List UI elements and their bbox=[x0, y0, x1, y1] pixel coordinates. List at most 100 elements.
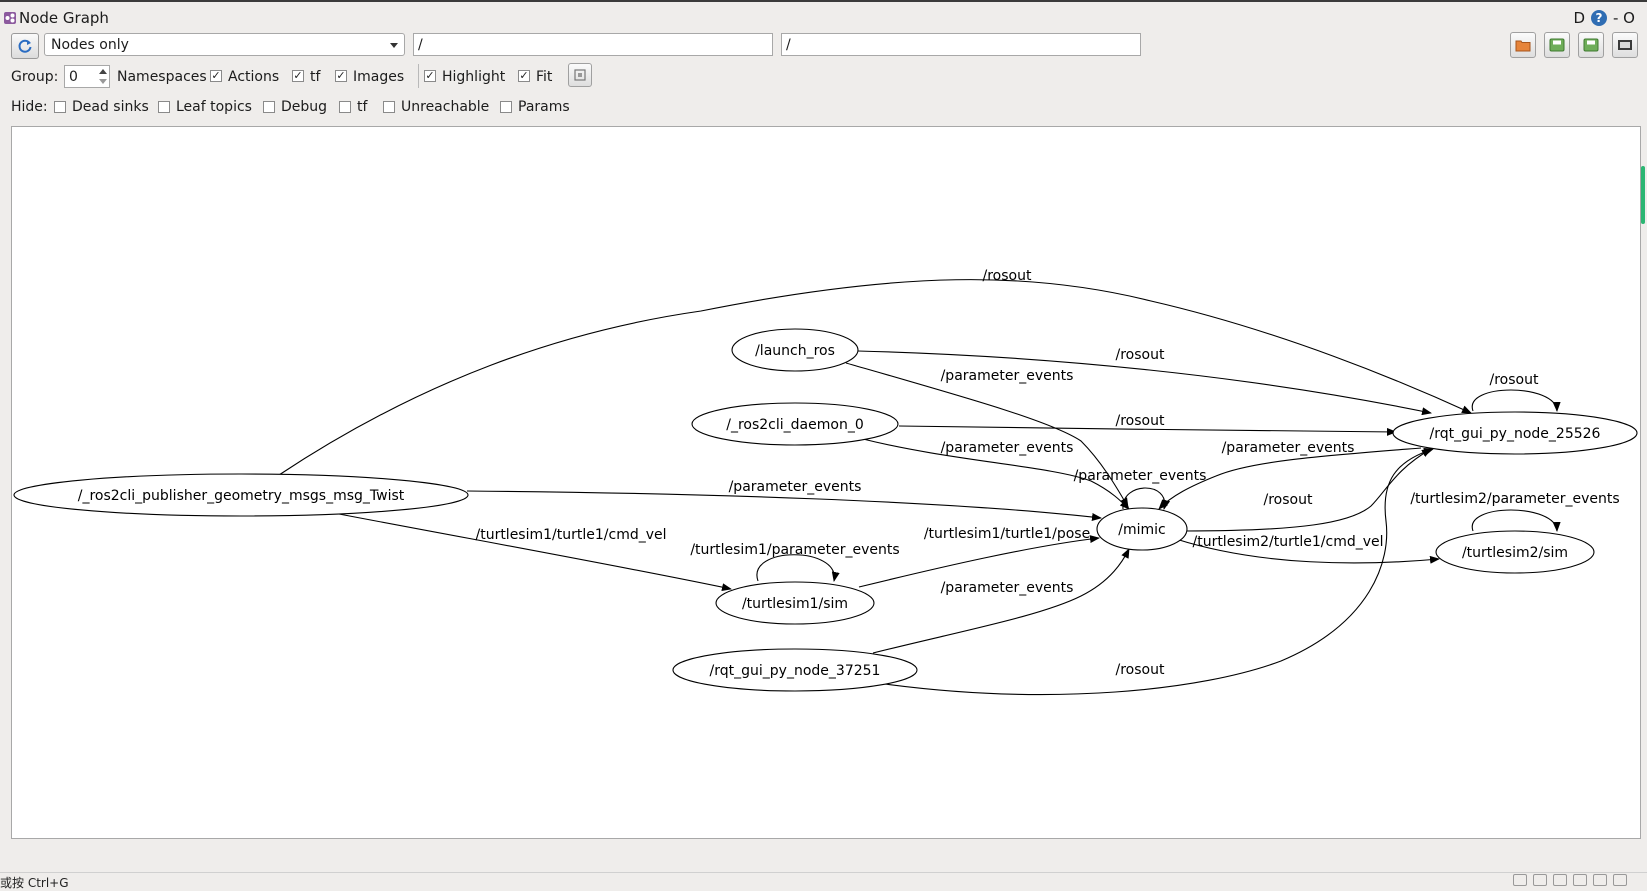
spin-down-icon[interactable] bbox=[99, 79, 107, 84]
actions-label: Actions bbox=[228, 69, 280, 85]
tray-icon[interactable] bbox=[1593, 874, 1607, 886]
dock-label-button[interactable]: D bbox=[1573, 9, 1585, 27]
node-mimic[interactable] bbox=[1096, 507, 1188, 551]
refresh-icon bbox=[18, 39, 32, 53]
edge-launch-parameter-events[interactable] bbox=[845, 362, 1129, 508]
node-label: /_ros2cli_publisher_geometry_msgs_msg_Tw… bbox=[78, 488, 405, 504]
unreachable-checkbox[interactable] bbox=[383, 101, 395, 113]
edge-mimic-parameter-events-self[interactable] bbox=[1122, 487, 1171, 510]
view-mode-select[interactable]: Nodes only bbox=[44, 33, 405, 56]
tray-icon[interactable] bbox=[1533, 874, 1547, 886]
node-label: /turtlesim1/sim bbox=[742, 596, 848, 612]
edge-label: /turtlesim2/parameter_events bbox=[1410, 491, 1619, 507]
images-checkbox[interactable]: ✓ bbox=[335, 69, 347, 82]
scroll-indicator[interactable] bbox=[1641, 166, 1645, 224]
node-label: /rqt_gui_py_node_25526 bbox=[1430, 426, 1601, 442]
params-checkbox[interactable] bbox=[500, 101, 512, 113]
save-dot-button[interactable] bbox=[1544, 32, 1570, 58]
edge-rosout-top[interactable] bbox=[278, 279, 1472, 476]
node-turtlesim1-sim[interactable] bbox=[715, 581, 875, 625]
topic-filter-input[interactable]: / bbox=[781, 33, 1141, 56]
edge-label: /parameter_events bbox=[1074, 468, 1207, 484]
debug-checkbox[interactable] bbox=[263, 101, 275, 113]
dead-sinks-checkbox[interactable] bbox=[54, 101, 66, 113]
leaf-topics-checkbox[interactable] bbox=[158, 101, 170, 113]
save-image-icon bbox=[1618, 40, 1632, 50]
highlight-checkbox[interactable]: ✓ bbox=[424, 69, 436, 82]
edge-turtlesim2-cmd-vel[interactable] bbox=[1175, 538, 1440, 564]
status-bar: 或按 Ctrl+G bbox=[0, 872, 1647, 890]
hide-tf-label: tf bbox=[357, 99, 368, 115]
unreachable-label: Unreachable bbox=[401, 99, 490, 115]
group-spinbox[interactable]: 0 bbox=[64, 65, 110, 88]
load-dot-button[interactable] bbox=[1510, 32, 1536, 58]
group-label: Group: bbox=[11, 69, 59, 85]
chevron-down-icon bbox=[390, 43, 398, 48]
edge-turtlesim2-parameter-events-self[interactable] bbox=[1471, 509, 1561, 532]
fit-label: Fit bbox=[536, 69, 553, 85]
edge-label: /rosout bbox=[1116, 347, 1165, 363]
node-rqt-37251[interactable] bbox=[672, 648, 918, 692]
edge-launch-rosout[interactable] bbox=[857, 350, 1432, 416]
options-row: Group: 0 Namespaces ✓ Actions ✓ tf ✓ Ima… bbox=[0, 62, 1647, 92]
edge-rqt25526-parameter-events[interactable] bbox=[1158, 447, 1422, 510]
edge-label: /rosout bbox=[1116, 662, 1165, 678]
actions-checkbox[interactable]: ✓ bbox=[210, 69, 222, 82]
hide-label: Hide: bbox=[11, 99, 48, 115]
graph-canvas[interactable]: /_ros2cli_publisher_geometry_msgs_msg_Tw… bbox=[11, 126, 1641, 839]
group-value: 0 bbox=[69, 69, 78, 85]
tray-icon[interactable] bbox=[1553, 874, 1567, 886]
separator bbox=[418, 64, 419, 88]
node-publisher-twist[interactable] bbox=[13, 473, 469, 517]
hide-row: Hide: Dead sinks Leaf topics Debug tf Un… bbox=[0, 94, 1647, 122]
edge-label: /parameter_events bbox=[1222, 440, 1355, 456]
edge-rqt25526-rosout-self[interactable] bbox=[1471, 389, 1561, 412]
edge-turtlesim1-cmd-vel[interactable] bbox=[338, 513, 732, 592]
folder-open-icon bbox=[1515, 40, 1531, 52]
tray-icon[interactable] bbox=[1613, 874, 1627, 886]
edge-label: /parameter_events bbox=[941, 440, 1074, 456]
edge-label: /parameter_events bbox=[941, 580, 1074, 596]
tf-checkbox[interactable]: ✓ bbox=[292, 69, 304, 82]
title-bar: Node Graph D ? - O bbox=[0, 2, 1647, 32]
node-rqt-25526[interactable] bbox=[1392, 411, 1638, 455]
node-filter-input[interactable]: / bbox=[413, 33, 773, 56]
tray-icon[interactable] bbox=[1513, 874, 1527, 886]
spin-up-icon[interactable] bbox=[99, 69, 107, 74]
edge-label: /parameter_events bbox=[729, 479, 862, 495]
edge-rqt37251-rosout[interactable] bbox=[884, 447, 1434, 696]
node-launch-ros[interactable] bbox=[731, 328, 859, 372]
edge-rqt37251-parameter-events[interactable] bbox=[872, 548, 1130, 654]
edge-label: /rosout bbox=[1490, 372, 1539, 388]
edge-label: /turtlesim2/turtle1/cmd_vel bbox=[1192, 534, 1383, 550]
refresh-button[interactable] bbox=[11, 33, 39, 59]
edge-daemon-rosout[interactable] bbox=[898, 425, 1397, 436]
view-mode-value: Nodes only bbox=[51, 37, 129, 53]
graph-svg[interactable]: /_ros2cli_publisher_geometry_msgs_msg_Tw… bbox=[12, 127, 1641, 839]
node-turtlesim2-sim[interactable] bbox=[1435, 530, 1595, 574]
params-label: Params bbox=[518, 99, 570, 115]
help-icon[interactable]: ? bbox=[1591, 10, 1607, 26]
node-ros2cli-daemon[interactable] bbox=[691, 402, 899, 446]
edge-label: /rosout bbox=[983, 268, 1032, 284]
status-icons bbox=[1513, 874, 1627, 886]
fit-checkbox[interactable]: ✓ bbox=[518, 69, 530, 82]
hide-tf-checkbox[interactable] bbox=[339, 101, 351, 113]
edge-turtlesim1-pose[interactable] bbox=[858, 535, 1100, 588]
tray-icon[interactable] bbox=[1573, 874, 1587, 886]
save-image-button[interactable] bbox=[1612, 32, 1638, 58]
edge-label: /turtlesim1/parameter_events bbox=[690, 542, 899, 558]
edge-mimic-rosout[interactable] bbox=[1183, 448, 1432, 532]
window-controls[interactable]: - O bbox=[1613, 9, 1635, 27]
status-text: 或按 Ctrl+G bbox=[0, 876, 69, 890]
main-toolbar: Nodes only / / bbox=[0, 32, 1647, 60]
edge-publisher-parameter-events[interactable] bbox=[466, 490, 1102, 521]
edge-daemon-parameter-events[interactable] bbox=[862, 438, 1130, 510]
fit-in-view-button[interactable] bbox=[568, 63, 592, 87]
images-label: Images bbox=[353, 69, 405, 85]
save-svg-button[interactable] bbox=[1578, 32, 1604, 58]
window-title: Node Graph bbox=[19, 9, 109, 27]
edge-turtlesim1-parameter-events-self[interactable] bbox=[756, 554, 840, 582]
tf-label: tf bbox=[310, 69, 321, 85]
leaf-topics-label: Leaf topics bbox=[176, 99, 252, 115]
